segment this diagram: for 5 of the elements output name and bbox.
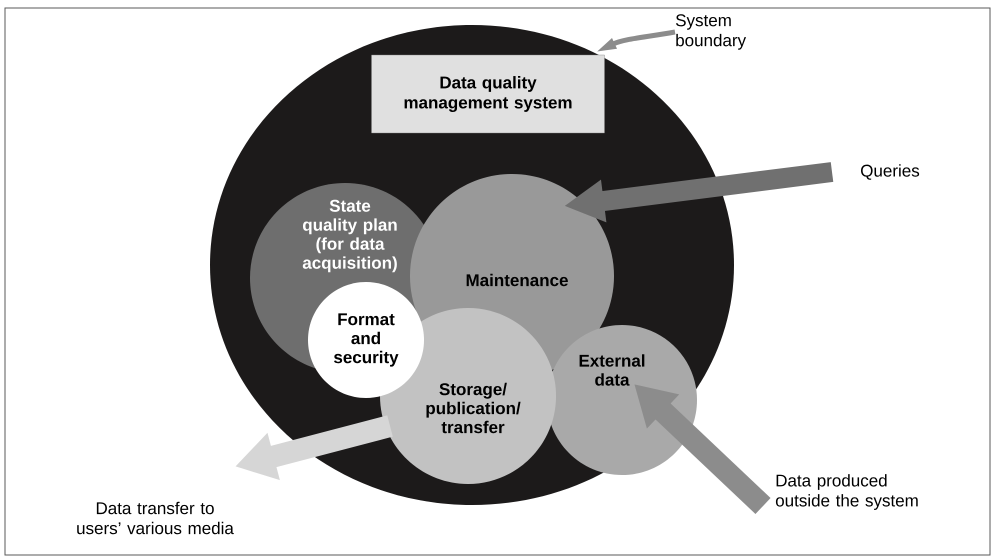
- title-box: Data quality management system: [371, 54, 605, 134]
- caption-text: Queries: [861, 164, 920, 180]
- caption-text: Data produced outside the system: [776, 474, 918, 510]
- caption-text: Data transfer to users’ various media: [77, 502, 234, 534]
- caption-text: System boundary: [676, 14, 746, 50]
